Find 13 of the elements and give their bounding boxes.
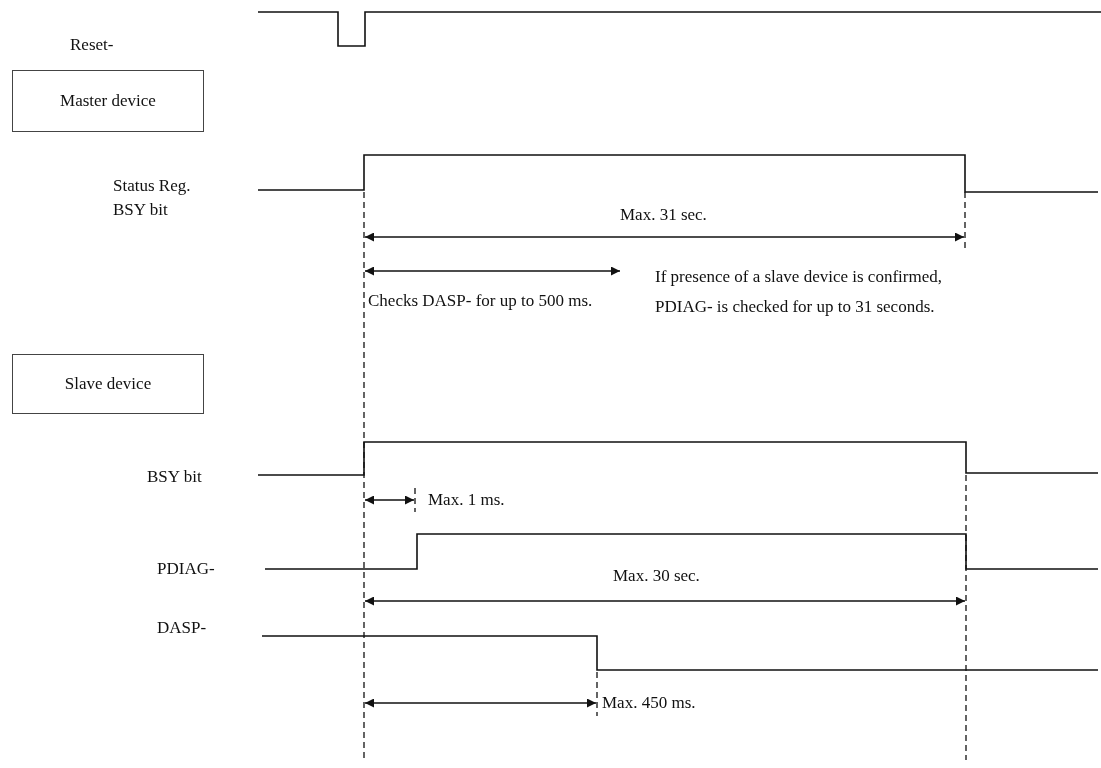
timing-annotation: Max. 30 sec. <box>613 566 700 585</box>
signal-name: Reset- <box>70 35 114 54</box>
signal-name: PDIAG- <box>157 559 215 578</box>
signal-name: DASP- <box>157 618 207 637</box>
device-box: Master device <box>12 70 204 132</box>
timing-annotation: Max. 31 sec. <box>620 205 707 224</box>
signal-name: BSY bit <box>147 467 202 486</box>
signal-name: Status Reg. BSY bit <box>113 176 191 219</box>
device-box: Slave device <box>12 354 204 414</box>
timing-annotation: Max. 1 ms. <box>428 490 505 509</box>
note-text: Checks DASP- for up to 500 ms. <box>368 291 593 310</box>
timing-annotation: Max. 450 ms. <box>602 693 696 712</box>
note-text: If presence of a slave device is confirmed, PDIAG- is checked for up to 31 seconds. <box>655 267 942 316</box>
